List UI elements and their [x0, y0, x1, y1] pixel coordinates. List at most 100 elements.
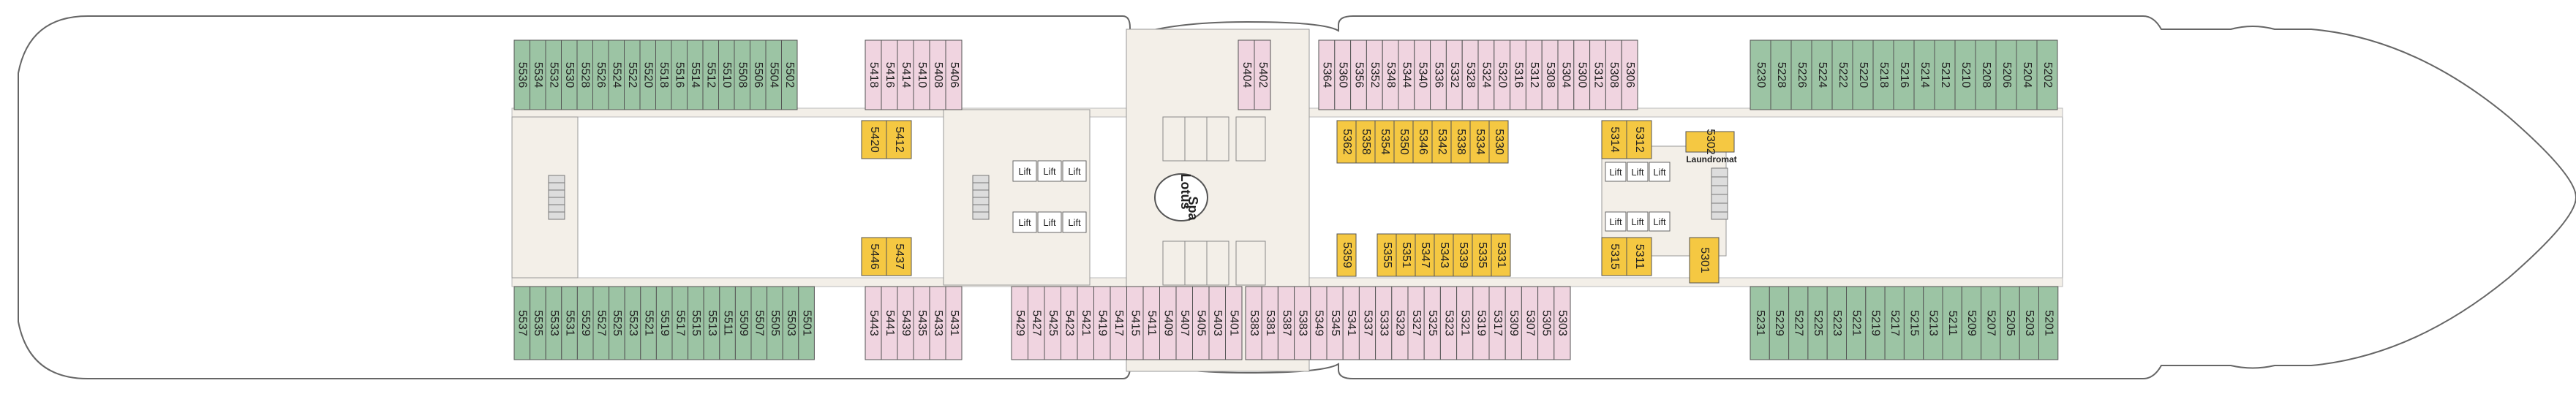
- cabin[interactable]: [1769, 286, 1790, 360]
- cabin[interactable]: [1553, 286, 1571, 360]
- cabin[interactable]: [1472, 233, 1492, 277]
- cabin[interactable]: [1893, 39, 1915, 110]
- cabin[interactable]: [1453, 233, 1473, 277]
- cabin-number: 5421: [1080, 310, 1092, 336]
- cabin[interactable]: [1685, 131, 1735, 153]
- cabin-number: 5340: [1416, 62, 1428, 88]
- cabin[interactable]: [1807, 286, 1828, 360]
- cabin-number: 5526: [595, 62, 607, 88]
- cabin-number: 5312: [1592, 62, 1604, 88]
- cabin-number: 5212: [1939, 62, 1951, 88]
- cabin[interactable]: [1750, 286, 1770, 360]
- cabin[interactable]: [1831, 39, 1853, 110]
- cabin-number: 5304: [1560, 62, 1573, 88]
- cabin[interactable]: [1621, 39, 1638, 110]
- cabin-number: 5524: [611, 62, 623, 88]
- cabin-number: 5214: [1918, 62, 1931, 88]
- cabin[interactable]: [2036, 39, 2058, 110]
- cabin[interactable]: [1491, 233, 1511, 277]
- cabin[interactable]: [1393, 120, 1414, 164]
- cabin[interactable]: [1852, 39, 1874, 110]
- cabin-number: 5218: [1878, 62, 1890, 88]
- cabin[interactable]: [1788, 286, 1809, 360]
- cabin[interactable]: [1865, 286, 1886, 360]
- cabin-number: 5505: [769, 310, 781, 336]
- cabin[interactable]: [1942, 286, 1962, 360]
- cabin[interactable]: [861, 120, 887, 159]
- cabin-number: 5536: [516, 62, 529, 88]
- cabin-number: 5355: [1381, 242, 1393, 268]
- cabin-number: 5219: [1869, 310, 1882, 336]
- cabin[interactable]: [861, 237, 887, 276]
- lift: [1012, 211, 1037, 233]
- cabin[interactable]: [1601, 120, 1627, 159]
- cabin-number: 5501: [800, 310, 813, 336]
- cabin-number: 5431: [948, 310, 960, 336]
- cabin-number: 5351: [1400, 242, 1412, 268]
- cabin-number: 5383: [1248, 310, 1260, 336]
- cabin[interactable]: [1923, 286, 1943, 360]
- lift-group-mid-top: Lift Lift Lift: [1012, 160, 1087, 182]
- cabin[interactable]: [1903, 286, 1924, 360]
- cabin-number: 5415: [1129, 310, 1142, 336]
- cabin[interactable]: [1750, 39, 1771, 110]
- cabin[interactable]: [1225, 286, 1243, 360]
- cabin[interactable]: [1826, 286, 1847, 360]
- spa-label-spa: Spa: [1186, 196, 1200, 221]
- cabin-number: 5231: [1754, 310, 1766, 336]
- cabin-number: 5338: [1455, 129, 1467, 155]
- cabin-number: 5509: [737, 310, 750, 336]
- cabin-number: 5360: [1336, 62, 1349, 88]
- cabin[interactable]: [1872, 39, 1894, 110]
- cabin[interactable]: [1374, 120, 1395, 164]
- cabin[interactable]: [1626, 237, 1652, 276]
- lift-group-fwd-top: Lift Lift Lift: [1605, 162, 1671, 182]
- cabin[interactable]: [886, 120, 912, 159]
- cabin[interactable]: [1811, 39, 1833, 110]
- cabin-number: 5328: [1464, 62, 1477, 88]
- cabin-number: 5364: [1321, 62, 1333, 88]
- cabin[interactable]: [1254, 39, 1271, 110]
- cabin[interactable]: [1601, 237, 1627, 276]
- cabin[interactable]: [945, 286, 963, 360]
- cabin-number: 5341: [1345, 310, 1357, 336]
- cabin-number: 5345: [1329, 310, 1341, 336]
- cabin[interactable]: [1412, 120, 1433, 164]
- cabin-number: 5202: [2041, 62, 2054, 88]
- cabin[interactable]: [1975, 39, 1997, 110]
- cabin-number: 5359: [1341, 242, 1353, 268]
- cabin[interactable]: [886, 237, 912, 276]
- lift-label: Lift: [1068, 217, 1081, 228]
- cabin[interactable]: [1913, 39, 1935, 110]
- cabin[interactable]: [1488, 120, 1509, 164]
- cabin-number: 5518: [658, 62, 670, 88]
- cabin[interactable]: [1934, 39, 1956, 110]
- cabin[interactable]: [2016, 39, 2038, 110]
- lift: [1037, 160, 1062, 182]
- cabin[interactable]: [2019, 286, 2039, 360]
- cabin-number: 5306: [1624, 62, 1636, 88]
- cabin[interactable]: [1954, 39, 1976, 110]
- cabin[interactable]: [2038, 286, 2059, 360]
- cabin-number: 5418: [867, 62, 880, 88]
- cabin-number: 5352: [1368, 62, 1381, 88]
- lift: [1649, 211, 1671, 232]
- cabin[interactable]: [2000, 286, 2020, 360]
- cabin[interactable]: [1689, 237, 1720, 284]
- cabin-number: 5381: [1264, 310, 1276, 336]
- cabin[interactable]: [798, 286, 815, 360]
- cabin-number: 5512: [705, 62, 718, 88]
- cabin[interactable]: [1434, 233, 1454, 277]
- cabin-number: 5211: [1946, 311, 1959, 336]
- cabin-number: 5417: [1112, 310, 1125, 336]
- cabin[interactable]: [1355, 120, 1376, 164]
- cabin-number: 5215: [1907, 310, 1920, 336]
- cabin[interactable]: [781, 39, 798, 110]
- cabin[interactable]: [1336, 233, 1357, 277]
- spa-label-lotus: Lotus: [1178, 174, 1193, 210]
- cabin[interactable]: [1790, 39, 1812, 110]
- spa-logo: [1154, 173, 1208, 221]
- cabin[interactable]: [1626, 120, 1652, 159]
- cabin[interactable]: [945, 39, 963, 110]
